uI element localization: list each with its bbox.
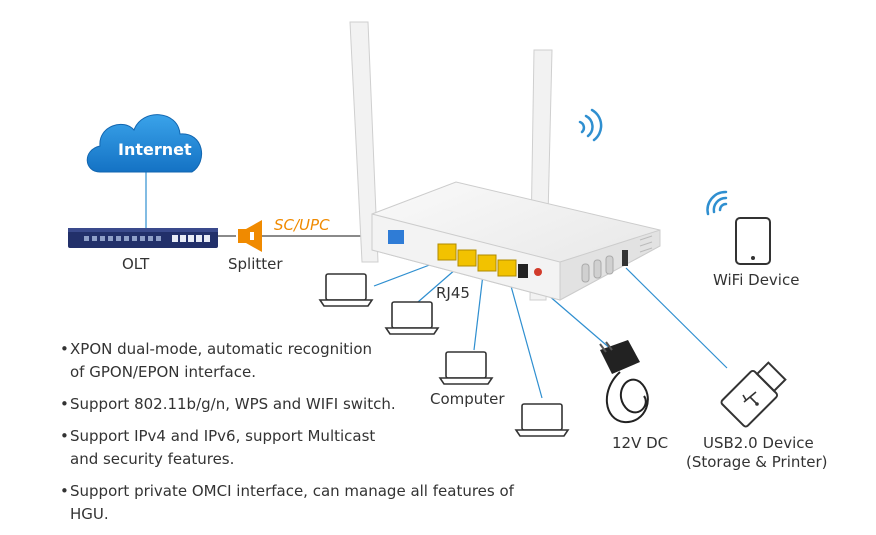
- network-diagram: Internet OLT Splitter SC/UPC RJ45 Comput…: [0, 0, 876, 514]
- internet-label: Internet: [118, 140, 192, 159]
- olt-label: OLT: [122, 255, 150, 273]
- rj45-label: RJ45: [436, 284, 470, 302]
- feature-item: XPON dual-mode, automatic recognition of…: [60, 338, 540, 384]
- dc-label: 12V DC: [612, 434, 669, 452]
- usb-drive-icon: [720, 361, 787, 428]
- feature-text: Support IPv4 and IPv6, support Multicast: [70, 427, 376, 445]
- usb-link: [625, 267, 728, 369]
- tablet-icon: [735, 217, 771, 265]
- wifi-signal-icon: [706, 190, 728, 216]
- feature-item: Support private OMCI interface, can mana…: [60, 480, 540, 526]
- usb-device-sublabel: (Storage & Printer): [686, 453, 828, 471]
- feature-text: XPON dual-mode, automatic recognition: [70, 340, 373, 358]
- feature-item: Support 802.11b/g/n, WPS and WIFI switch…: [60, 393, 540, 416]
- usb-device-label: USB2.0 Device: [703, 434, 814, 452]
- laptop-icon: [384, 301, 440, 335]
- feature-text: Support 802.11b/g/n, WPS and WIFI switch…: [70, 395, 396, 413]
- splitter-icon: [238, 220, 262, 252]
- feature-list: XPON dual-mode, automatic recognition of…: [60, 338, 540, 535]
- router-device-icon: [349, 21, 661, 301]
- wifi-waves-icon: [578, 108, 603, 142]
- splitter-label: Splitter: [228, 255, 283, 273]
- laptop-icon: [318, 273, 374, 307]
- diagram-graphics: [68, 21, 787, 437]
- feature-text: Support private OMCI interface, can mana…: [70, 482, 514, 523]
- feature-item: Support IPv4 and IPv6, support Multicast…: [60, 425, 540, 471]
- power-adapter-icon: [599, 340, 649, 424]
- internet-cloud-icon: [86, 114, 202, 173]
- olt-device-icon: [68, 228, 218, 248]
- connector-label: SC/UPC: [274, 216, 330, 234]
- wifi-device-label: WiFi Device: [713, 271, 800, 289]
- feature-text-cont: and security features.: [70, 450, 235, 468]
- lan3-link: [473, 265, 485, 351]
- feature-text-cont: of GPON/EPON interface.: [70, 363, 256, 381]
